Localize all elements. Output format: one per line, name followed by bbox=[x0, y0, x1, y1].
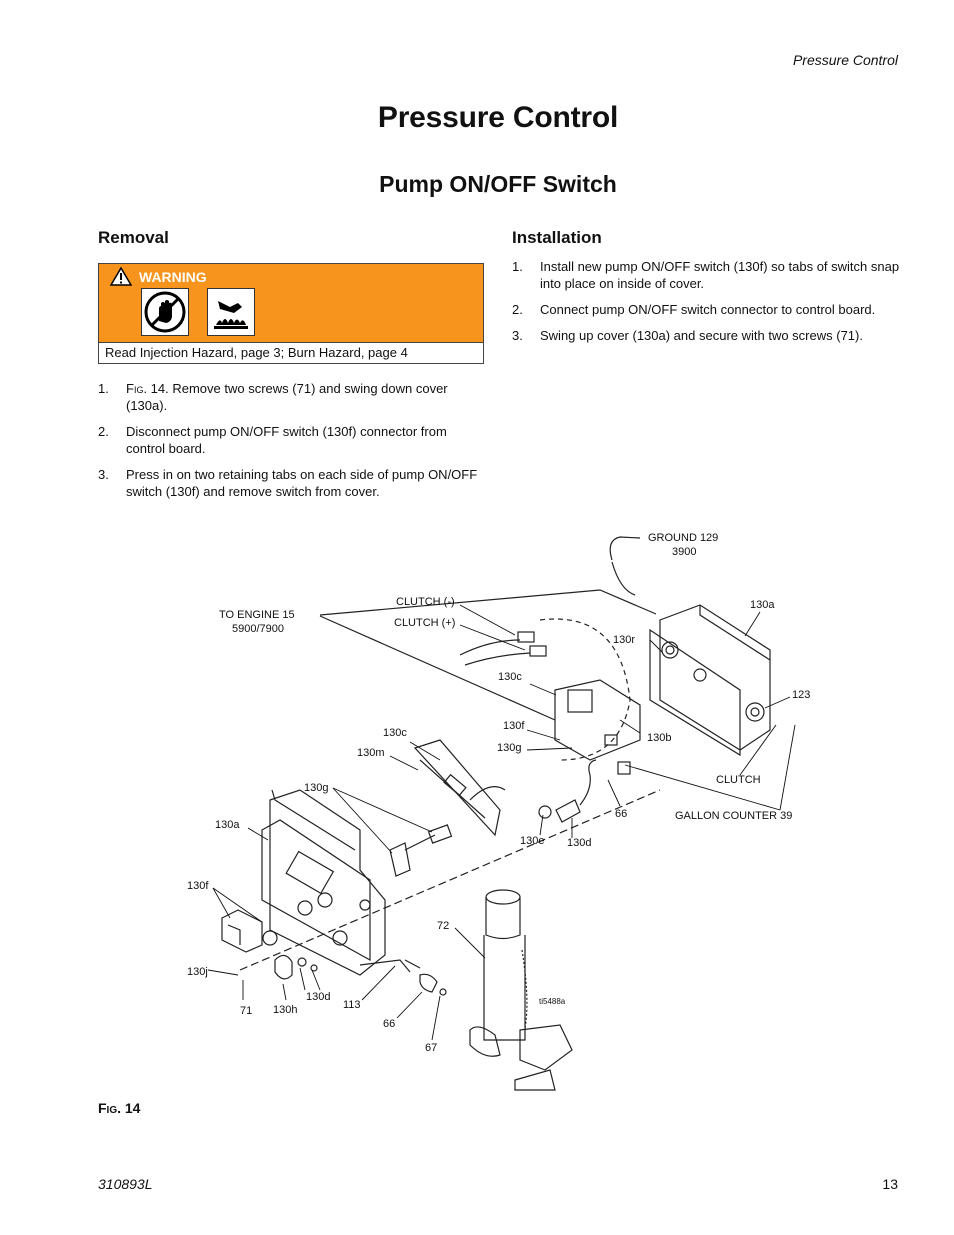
label-ground: GROUND 129 bbox=[648, 532, 719, 544]
label-ground-model: 3900 bbox=[672, 546, 697, 558]
label-113: 113 bbox=[343, 999, 361, 1011]
warning-box: WARNING Read Injection Hazard, page 3; B… bbox=[98, 263, 484, 364]
injection-hazard-icon bbox=[141, 288, 189, 336]
removal-steps: 1.Fig. 14. Remove two screws (71) and sw… bbox=[98, 380, 478, 509]
label-66-b: 66 bbox=[383, 1018, 396, 1030]
label-130g-a: 130g bbox=[497, 742, 522, 754]
installation-steps: 1.Install new pump ON/OFF switch (130f) … bbox=[512, 258, 902, 353]
label-130g-b: 130g bbox=[304, 782, 329, 794]
label-67: 67 bbox=[425, 1042, 438, 1054]
removal-step: 3.Press in on two retaining tabs on each… bbox=[98, 467, 478, 499]
page-title: Pressure Control bbox=[377, 101, 619, 134]
label-clutch: CLUTCH bbox=[716, 774, 761, 786]
running-header: Pressure Control bbox=[792, 52, 898, 68]
section-title: Pump ON/OFF Switch bbox=[379, 171, 617, 197]
label-130f-b: 130f bbox=[187, 880, 209, 892]
label-clutch-minus: CLUTCH (-) bbox=[396, 596, 455, 608]
label-clutch-plus: CLUTCH (+) bbox=[394, 617, 456, 629]
installation-step: 3.Swing up cover (130a) and secure with … bbox=[512, 328, 863, 343]
label-to-engine-models: 5900/7900 bbox=[232, 623, 284, 635]
label-130m: 130m bbox=[357, 747, 385, 759]
label-72: 72 bbox=[437, 920, 450, 932]
removal-step: 1.Fig. 14. Remove two screws (71) and sw… bbox=[98, 381, 448, 413]
label-to-engine: TO ENGINE 15 bbox=[219, 609, 295, 621]
page-number: 13 bbox=[882, 1176, 898, 1192]
warning-header: WARNING bbox=[99, 264, 483, 343]
label-130d-b: 130d bbox=[306, 991, 331, 1003]
label-130a-left: 130a bbox=[215, 819, 240, 831]
label-130e: 130e bbox=[520, 835, 545, 847]
label-130f-a: 130f bbox=[503, 720, 525, 732]
warning-triangle-icon bbox=[110, 267, 132, 286]
label-71: 71 bbox=[240, 1005, 253, 1017]
installation-step: 2.Connect pump ON/OFF switch connector t… bbox=[512, 302, 876, 317]
label-drawing-id: ti5488a bbox=[539, 997, 566, 1006]
label-130c-b: 130c bbox=[383, 727, 407, 739]
label-130a-top: 130a bbox=[750, 599, 775, 611]
label-130r: 130r bbox=[613, 634, 636, 646]
label-130d-a: 130d bbox=[567, 837, 592, 849]
burn-hazard-icon bbox=[207, 288, 255, 336]
document-number: 310893L bbox=[98, 1176, 153, 1192]
label-130b: 130b bbox=[647, 732, 672, 744]
label-gallon-counter: GALLON COUNTER 39 bbox=[675, 810, 793, 822]
installation-heading: Installation bbox=[512, 228, 602, 247]
figure-caption: Fig. 14 bbox=[98, 1100, 141, 1116]
warning-text: Read Injection Hazard, page 3; Burn Haza… bbox=[105, 345, 408, 360]
label-130c-a: 130c bbox=[498, 671, 522, 683]
installation-step: 1.Install new pump ON/OFF switch (130f) … bbox=[512, 259, 900, 291]
removal-heading: Removal bbox=[98, 228, 169, 247]
label-123: 123 bbox=[792, 689, 811, 701]
label-130h: 130h bbox=[273, 1004, 298, 1016]
label-130j: 130j bbox=[187, 966, 208, 978]
removal-step: 2.Disconnect pump ON/OFF switch (130f) c… bbox=[98, 424, 447, 456]
label-66-a: 66 bbox=[615, 808, 628, 820]
warning-label: WARNING bbox=[139, 269, 207, 285]
